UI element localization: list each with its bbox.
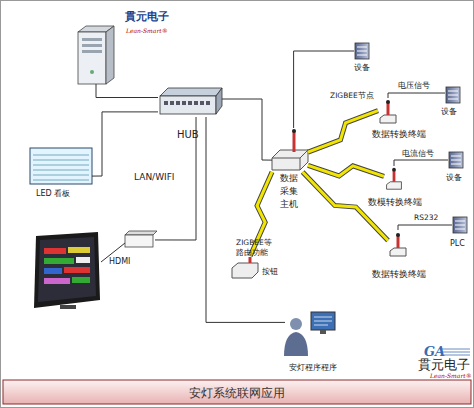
- diagram-title: 安灯系统联网应用: [0, 385, 474, 402]
- terminal-icons: [380, 100, 406, 256]
- logo-subtext: Lean-Smart®: [126, 27, 168, 34]
- network-line: [398, 225, 452, 230]
- hdmi-label: HDMI: [109, 257, 130, 266]
- device-icons: [355, 43, 467, 233]
- hub-label: HUB: [177, 129, 199, 140]
- plc-node: PLC: [452, 214, 468, 236]
- wireless-bolt: [308, 165, 384, 176]
- terminal-node: 数据转换终端: [388, 230, 408, 260]
- device-label: 设备: [354, 62, 370, 73]
- server-node: 貫元电子Lean-Smart®: [78, 26, 114, 84]
- logo-decor: [442, 349, 470, 355]
- terminal-label: 数模转换终端: [368, 196, 422, 209]
- hdmi-node: HDMI: [125, 231, 155, 247]
- device-node: 设备: [448, 150, 464, 170]
- led-label: LED 看板: [36, 188, 70, 199]
- device-label: 设备: [441, 106, 457, 117]
- plc-label: PLC: [450, 239, 465, 248]
- operator-icon: [284, 312, 335, 356]
- led-board-icon: [30, 148, 92, 184]
- callout-label: ZIGBEE节点: [330, 91, 374, 101]
- program-label: 安灯程序程序: [289, 362, 337, 373]
- led-board-node: LED 看板: [30, 148, 92, 184]
- network-line: [294, 51, 354, 128]
- device-node: 设备: [445, 86, 461, 104]
- logo-text: 貫元电子: [125, 9, 169, 24]
- router-label: ZIGBEE等路由功能: [236, 238, 276, 258]
- hub-node: HUB: [158, 87, 222, 117]
- hub-icon: [160, 88, 222, 114]
- collector-host-icon: [272, 129, 308, 170]
- network-line: [96, 84, 158, 98]
- terminal-label: 数据转换终端: [372, 268, 426, 281]
- tv-monitor-icon: [34, 232, 125, 309]
- wireless-bolt: [308, 111, 378, 153]
- terminal-node: 数模转换终端: [384, 166, 404, 192]
- network-line: [206, 117, 285, 322]
- device-node: 设备: [354, 42, 370, 60]
- bolt-fill: [308, 111, 378, 153]
- collector-label: 数据采集主机: [280, 172, 300, 211]
- terminal-label: 数据转换终端: [372, 128, 426, 141]
- edge-label: LAN/WIFI: [134, 172, 175, 182]
- server-icon: [78, 26, 114, 84]
- edge-label: RS232: [414, 213, 438, 222]
- network-line: [222, 99, 272, 160]
- edge-label: 电压信号: [398, 81, 430, 91]
- hdmi-box-icon: [125, 231, 157, 247]
- device-label: 设备: [446, 172, 462, 183]
- logo-mark: GA: [424, 344, 445, 359]
- network-line: [388, 93, 445, 98]
- bolt-fill: [308, 165, 384, 176]
- bolt-outline: [308, 165, 384, 176]
- network-line: [92, 112, 158, 176]
- edge-label: 电流信号: [402, 149, 434, 159]
- logo-text: 貫元电子: [418, 356, 470, 374]
- router-node: ZIGBEE等路由功能按钮: [232, 256, 258, 278]
- andon-program-node: 安灯程序程序: [285, 310, 335, 356]
- bolt-outline: [308, 111, 378, 153]
- router-icon: [232, 257, 258, 278]
- collector-node: 数据采集主机: [272, 128, 308, 172]
- button-label: 按钮: [262, 266, 278, 277]
- logo-subtext: Lean-Smart®: [430, 372, 472, 379]
- network-line: [394, 160, 448, 166]
- terminal-node: 数据转换终端: [378, 98, 398, 126]
